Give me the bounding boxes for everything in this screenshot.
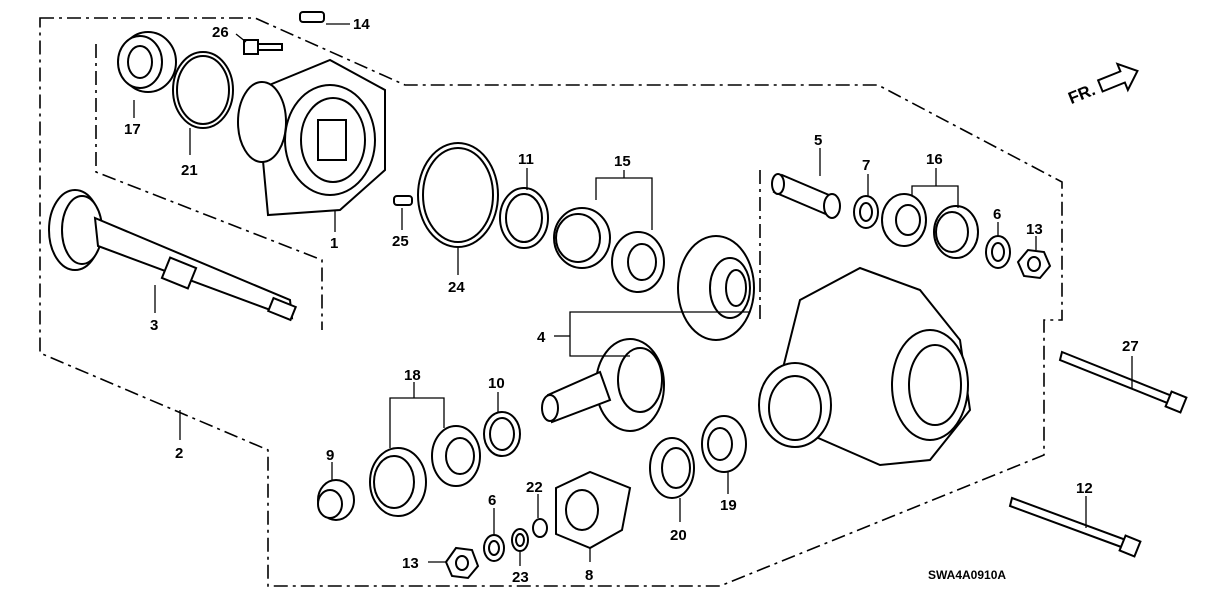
label-19: 19 bbox=[720, 497, 737, 514]
part-20-oil-seal-inner bbox=[661, 447, 691, 489]
label-13-right: 13 bbox=[1026, 221, 1043, 238]
diagram-code: SWA4A0910A bbox=[928, 568, 1006, 582]
label-4: 4 bbox=[537, 329, 546, 346]
part-3-shaft bbox=[48, 189, 298, 322]
part-10-shim-hole bbox=[489, 417, 515, 451]
label-13-left: 13 bbox=[402, 555, 419, 572]
label-5: 5 bbox=[814, 132, 822, 149]
label-14: 14 bbox=[353, 16, 370, 33]
part-13-nut-left-hole bbox=[455, 555, 469, 571]
assembly-boundary bbox=[39, 17, 1063, 587]
part-25-dowel-pin bbox=[393, 195, 413, 206]
part-19-bearing-inner bbox=[707, 427, 733, 461]
part-5-sleeve bbox=[771, 173, 841, 219]
front-label: FR. bbox=[1065, 80, 1098, 108]
part-9-seal-inner bbox=[317, 489, 343, 519]
part-6-washer-right-hole bbox=[991, 242, 1005, 262]
carrier-housing bbox=[758, 266, 972, 467]
label-10: 10 bbox=[488, 375, 505, 392]
part-14-dowel-pin bbox=[299, 11, 325, 23]
part-6-washer-left-hole bbox=[488, 540, 500, 556]
leader-lines bbox=[133, 23, 1133, 566]
part-21-o-ring bbox=[172, 51, 234, 129]
label-18: 18 bbox=[404, 367, 421, 384]
label-12: 12 bbox=[1076, 480, 1093, 497]
part-24-o-ring-inner bbox=[422, 147, 494, 243]
label-23: 23 bbox=[512, 569, 529, 586]
arrow-right-icon bbox=[1096, 62, 1139, 93]
label-8: 8 bbox=[585, 567, 593, 584]
part-7-washer-hole bbox=[859, 202, 873, 222]
label-16: 16 bbox=[926, 151, 943, 168]
label-2: 2 bbox=[175, 445, 183, 462]
label-26: 26 bbox=[212, 24, 229, 41]
part-17-bearing bbox=[117, 31, 177, 93]
label-25: 25 bbox=[392, 233, 409, 250]
part-22-o-ring bbox=[532, 518, 548, 538]
part-4-pinion bbox=[541, 338, 665, 432]
label-24: 24 bbox=[448, 279, 465, 296]
label-11: 11 bbox=[518, 151, 534, 168]
label-21: 21 bbox=[181, 162, 198, 179]
label-20: 20 bbox=[670, 527, 687, 544]
label-1: 1 bbox=[330, 235, 338, 252]
label-15: 15 bbox=[614, 153, 631, 170]
label-7: 7 bbox=[862, 157, 870, 174]
label-6-right: 6 bbox=[993, 206, 1001, 223]
part-23-washer-hole bbox=[515, 533, 525, 547]
part-24-o-ring bbox=[417, 142, 499, 248]
label-3: 3 bbox=[150, 317, 158, 334]
label-27: 27 bbox=[1122, 338, 1139, 355]
label-22: 22 bbox=[526, 479, 543, 496]
part-8-flange bbox=[555, 470, 632, 550]
part-26-bolt bbox=[243, 39, 283, 55]
part-21-o-ring-inner bbox=[176, 55, 230, 125]
part-11-shim-hole bbox=[505, 193, 543, 243]
part-15-bearing bbox=[553, 207, 665, 293]
part-18-bearing bbox=[369, 425, 481, 517]
callout-labels: 14 26 17 21 1 25 24 3 11 15 4 5 7 16 6 1… bbox=[124, 16, 1139, 586]
shaft-group-boundary bbox=[95, 44, 323, 330]
part-16-bearing bbox=[881, 193, 979, 259]
label-6-left: 6 bbox=[488, 492, 496, 509]
part-12-bolt bbox=[1008, 496, 1142, 558]
part-13-nut-right-hole bbox=[1027, 256, 1041, 272]
label-9: 9 bbox=[326, 447, 334, 464]
label-17: 17 bbox=[124, 121, 141, 138]
front-direction-indicator: FR. bbox=[1065, 62, 1139, 108]
part-1-housing bbox=[237, 58, 386, 217]
part-27-bolt bbox=[1058, 350, 1188, 414]
part-4-ring-gear bbox=[677, 235, 755, 341]
